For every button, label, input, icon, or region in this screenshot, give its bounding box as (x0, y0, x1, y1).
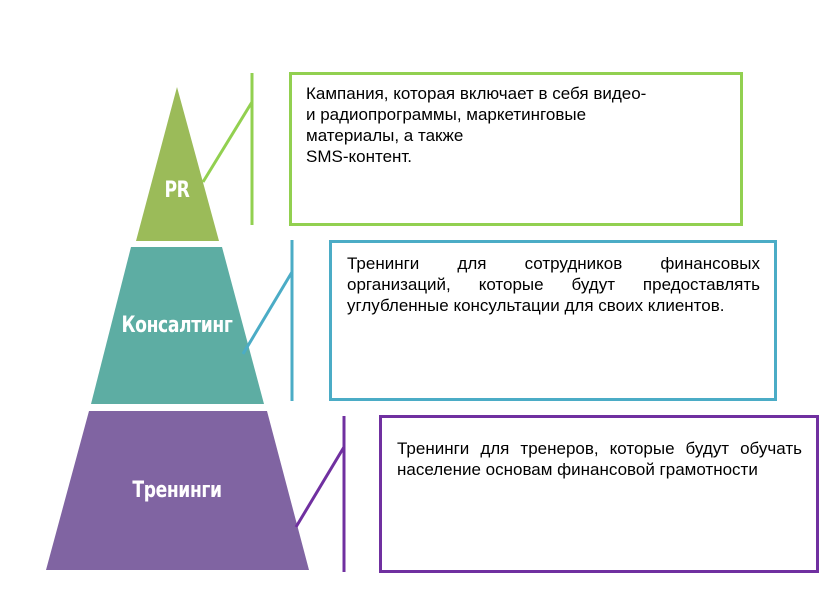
pyramid-level-trainings (46, 411, 309, 570)
connector-pr (201, 73, 254, 225)
description-line: Кампания, которая включает в себя видео- (306, 84, 647, 103)
description-box-consulting: Тренинги для сотрудников финансовых орга… (329, 240, 777, 401)
connector-consulting (241, 240, 294, 401)
description-line: материалы, а также (306, 126, 464, 145)
pyramid-level-pr (136, 87, 219, 241)
description-box-pr: Кампания, которая включает в себя видео-… (289, 72, 743, 226)
level-label-trainings: Тренинги (132, 478, 222, 503)
description-box-trainings: Тренинги для тренеров, которые будут обу… (379, 415, 819, 573)
level-label-pr: PR (164, 178, 190, 203)
pyramid-level-consulting (91, 247, 264, 404)
description-line: и радиопрограммы, маркетинговые (306, 105, 587, 124)
level-label-consulting: Консалтинг (121, 313, 233, 338)
description-line: SMS-контент. (306, 147, 413, 166)
connector-trainings (294, 416, 346, 572)
